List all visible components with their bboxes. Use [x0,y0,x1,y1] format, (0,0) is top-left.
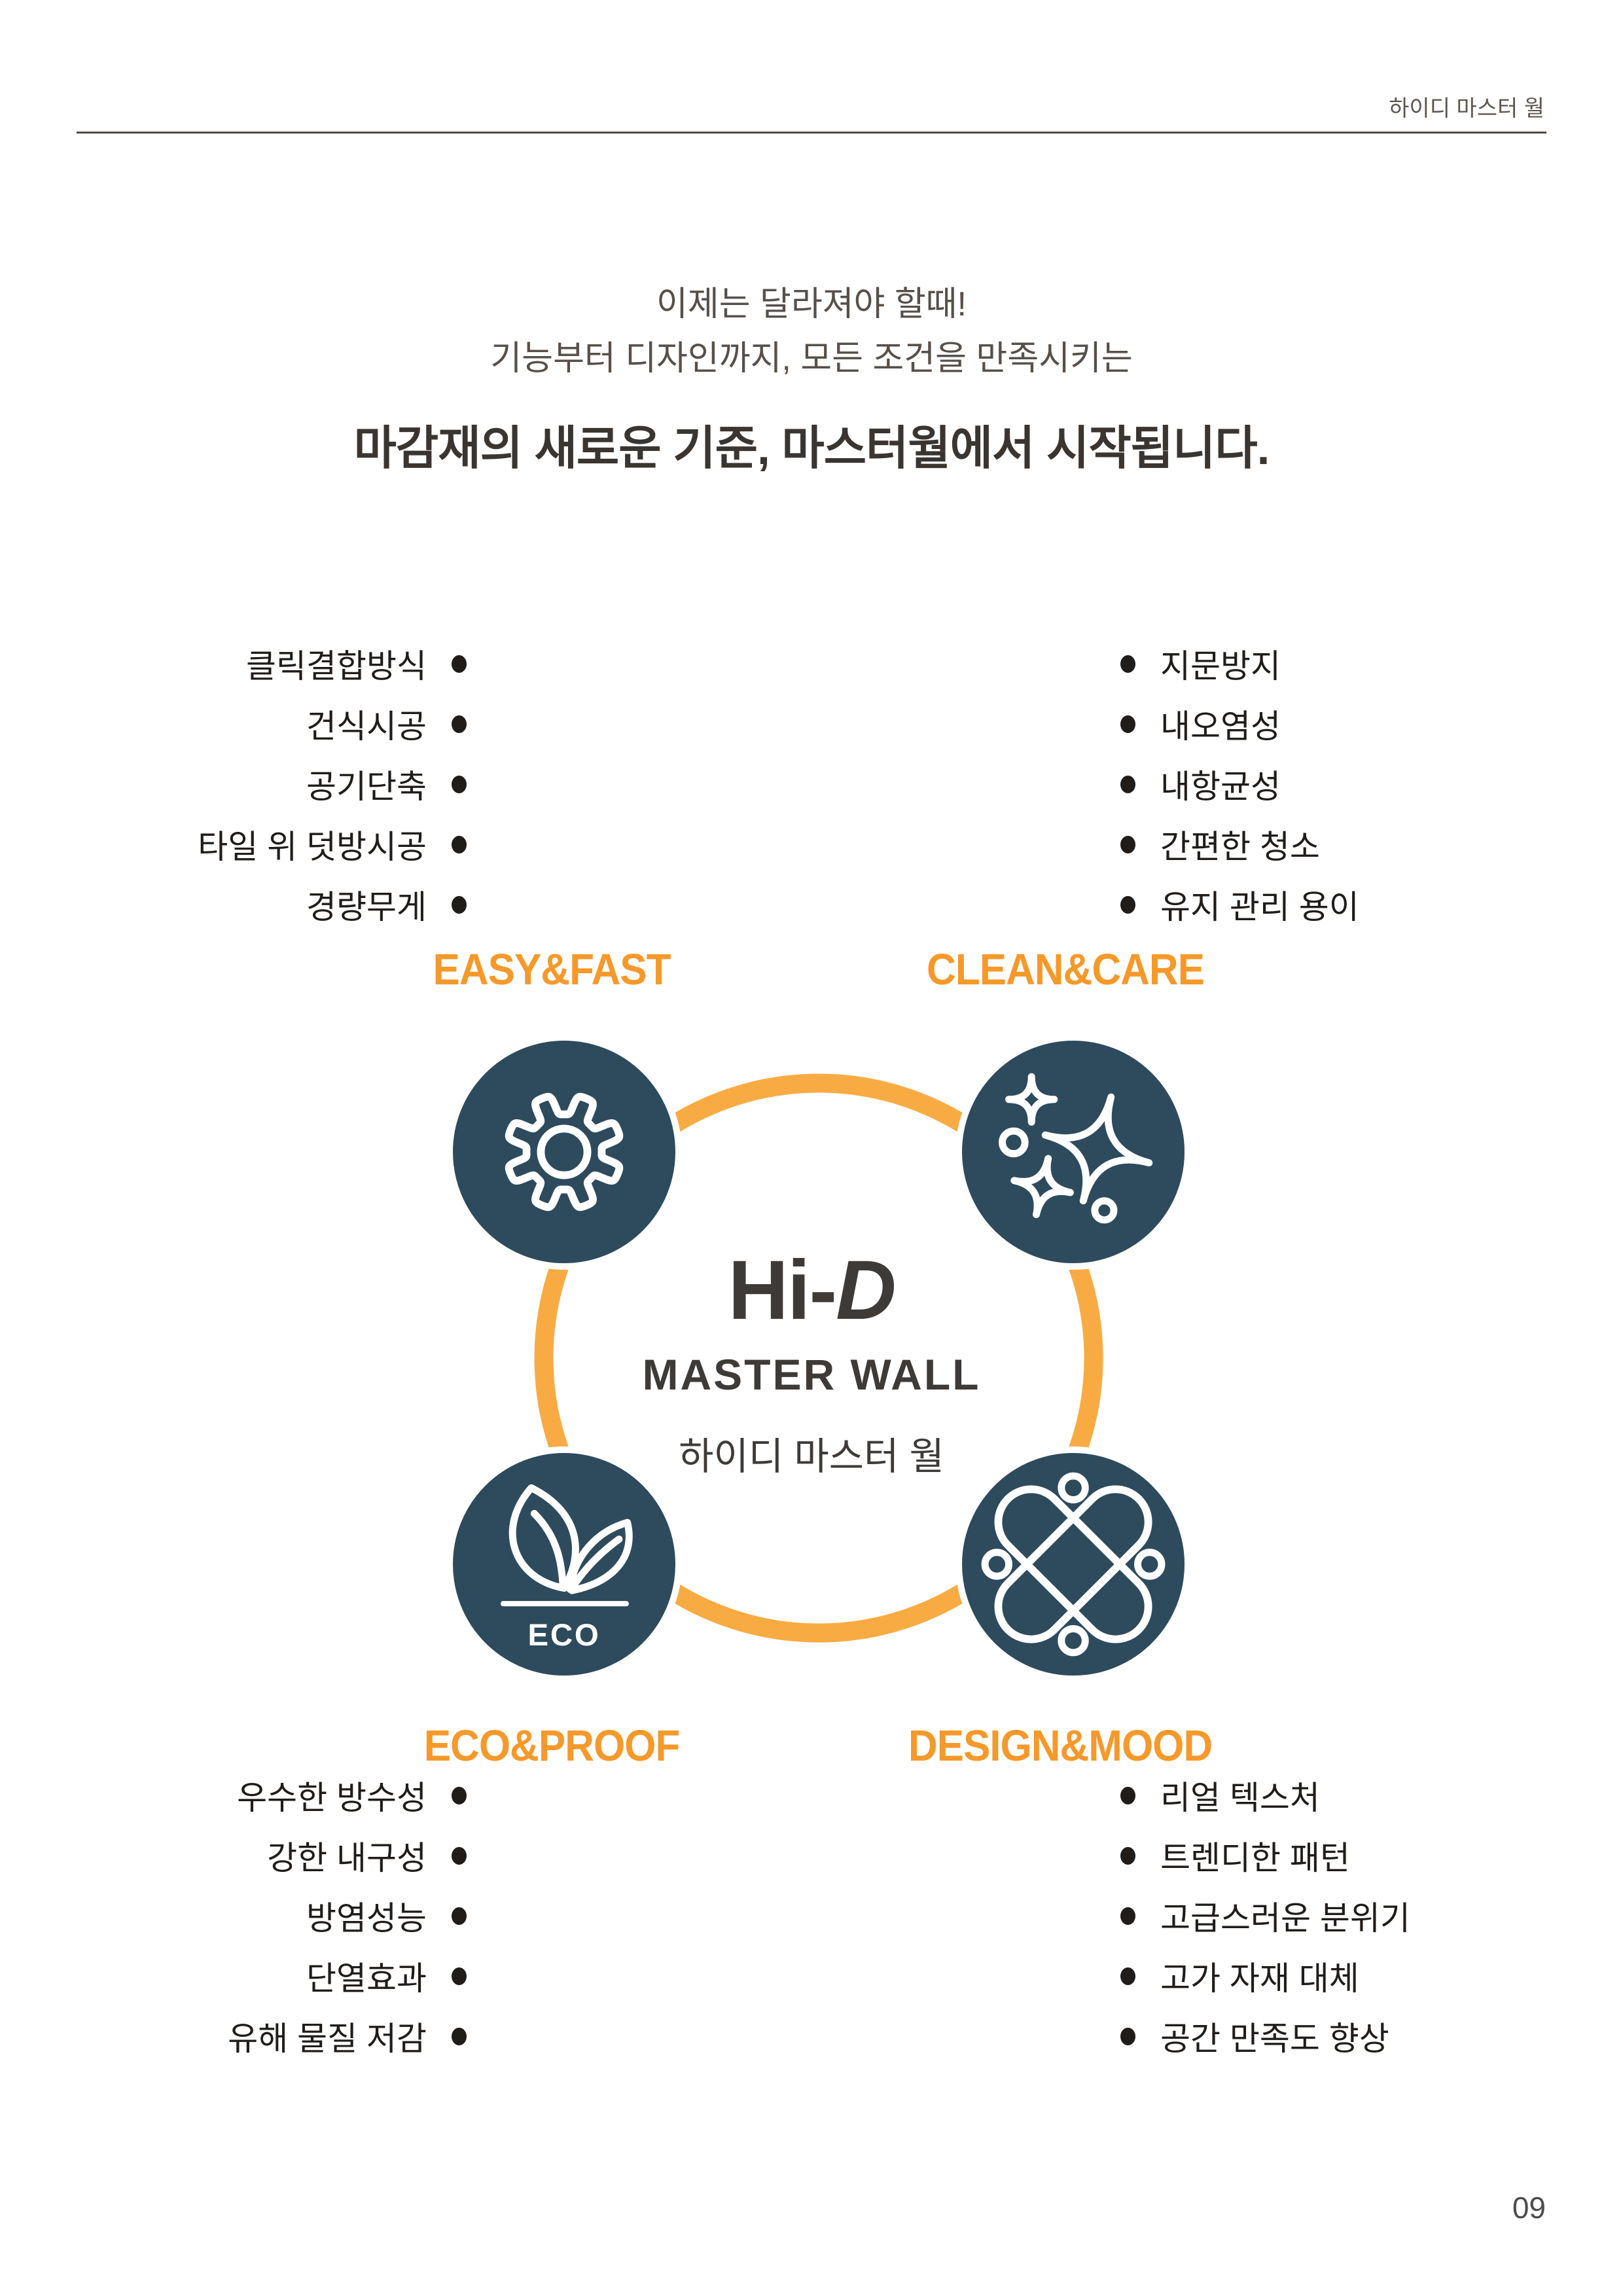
item-label: 내오염성 [1160,708,1281,745]
header-rule [77,132,1546,134]
bullet-icon [452,1907,467,1925]
list-item: 공기단축 [110,754,467,814]
circle-easy-fast [446,1034,682,1270]
list-item: 고가 자재 대체 [1120,1946,1539,2006]
label-eco-proof: ECO&PROOF [423,1721,681,1771]
bullet-icon [1120,715,1135,733]
bullet-icon [452,655,467,673]
bullet-icon [1120,835,1135,853]
list-item: 방염성능 [110,1886,467,1946]
bullet-icon [1120,895,1135,914]
item-label: 유해 물질 저감 [228,2020,427,2057]
item-label: 우수한 방수성 [237,1780,427,1816]
list-item: 내항균성 [1120,754,1526,814]
list-item: 유해 물질 저감 [110,2006,467,2066]
label-clean-care: CLEAN&CARE [927,945,1205,995]
item-label: 경량무게 [306,889,427,925]
list-item: 우수한 방수성 [110,1765,467,1825]
intro-headline: 마감재의 새로운 기준, 마스터월에서 시작됩니다. [353,423,1270,475]
bullet-icon [452,1786,467,1804]
list-item: 트렌디한 패턴 [1120,1825,1539,1886]
item-label: 타일 위 덧방시공 [198,829,427,865]
item-label: 방염성능 [306,1900,427,1937]
bullet-icon [452,1967,467,1985]
bullet-icon [1120,1786,1135,1804]
item-label: 고가 자재 대체 [1160,1960,1359,1997]
item-label: 단열효과 [306,1960,427,1997]
bullet-icon [1120,1907,1135,1925]
orange-ring [534,1073,1103,1643]
circle-design-mood [955,1446,1191,1682]
feature-list-design-mood: 리얼 텍스처 트렌디한 패턴 고급스러운 분위기 고가 자재 대체 공간 만족도… [1120,1765,1539,2066]
bullet-icon [452,715,467,733]
bullet-icon [1120,2027,1135,2045]
intro-line-1: 이제는 달라져야 할때! [656,285,967,323]
item-label: 트렌디한 패턴 [1160,1840,1350,1876]
feature-list-easy-fast: 클릭결합방식 건식시공 공기단축 타일 위 덧방시공 경량무게 [110,634,467,935]
clover-pattern-icon [981,1472,1166,1657]
list-item: 리얼 텍스처 [1120,1765,1539,1825]
list-item: 건식시공 [110,694,467,754]
list-item: 공간 만족도 향상 [1120,2006,1539,2066]
bullet-icon [452,2027,467,2045]
bullet-icon [452,835,467,853]
bullet-icon [1120,655,1135,673]
eco-leaves-icon: ECO [500,1484,633,1653]
item-label: 고급스러운 분위기 [1160,1900,1410,1937]
page-number: 09 [1512,2191,1546,2225]
list-item: 지문방지 [1120,634,1526,694]
brand-prefix: Hi- [728,1244,837,1337]
feature-list-eco-proof: 우수한 방수성 강한 내구성 방염성능 단열효과 유해 물질 저감 [110,1765,467,2066]
item-label: 리얼 텍스처 [1160,1780,1320,1816]
eco-badge: ECO [528,1618,601,1653]
circle-clean-care [955,1034,1191,1270]
intro-line-2: 기능부터 디자인까지, 모든 조건을 만족시키는 [490,340,1133,378]
doc-title: 하이디 마스터 월 [1389,96,1544,121]
item-label: 건식시공 [306,708,427,745]
brand-logo: Hi-D [0,1242,1623,1338]
gear-icon [505,1092,624,1211]
item-label: 지문방지 [1160,648,1281,685]
circle-eco-proof: ECO [446,1446,682,1682]
list-item: 경량무게 [110,874,467,935]
brand-suffix: D [836,1244,896,1337]
list-item: 강한 내구성 [110,1825,467,1886]
list-item: 고급스러운 분위기 [1120,1886,1539,1946]
list-item: 타일 위 덧방시공 [110,814,467,874]
list-item: 내오염성 [1120,694,1526,754]
item-label: 강한 내구성 [267,1840,427,1876]
item-label: 공기단축 [306,768,427,805]
bullet-icon [452,1846,467,1865]
brand-product-name: MASTER WALL [642,1350,981,1399]
item-label: 클릭결합방식 [246,648,427,685]
brand-product-name-korean: 하이디 마스터 월 [679,1435,944,1478]
list-item: 유지 관리 용이 [1120,874,1526,935]
item-label: 공간 만족도 향상 [1160,2020,1389,2057]
bullet-icon [452,775,467,793]
item-label: 유지 관리 용이 [1160,889,1359,925]
bullet-icon [1120,1846,1135,1865]
bullet-icon [1120,1967,1135,1985]
list-item: 단열효과 [110,1946,467,2006]
feature-list-clean-care: 지문방지 내오염성 내항균성 간편한 청소 유지 관리 용이 [1120,634,1526,935]
bullet-icon [452,895,467,914]
label-easy-fast: EASY&FAST [433,945,671,995]
item-label: 간편한 청소 [1160,829,1320,865]
sparkles-icon [999,1073,1153,1224]
list-item: 간편한 청소 [1120,814,1526,874]
label-design-mood: DESIGN&MOOD [908,1721,1213,1771]
bullet-icon [1120,775,1135,793]
list-item: 클릭결합방식 [110,634,467,694]
item-label: 내항균성 [1160,768,1281,805]
